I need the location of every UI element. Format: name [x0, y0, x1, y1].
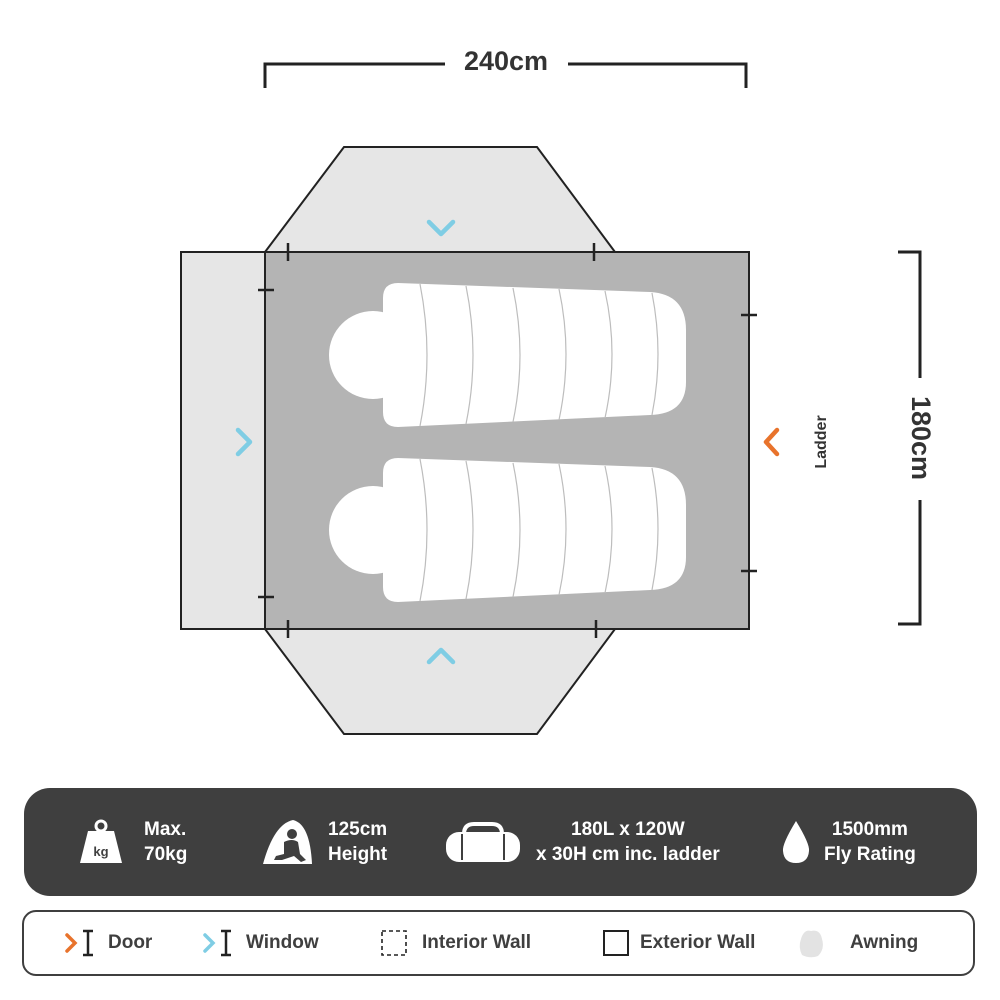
tent-floorplan: 240cm 180cm	[180, 46, 936, 735]
spec-max-weight-line2: 70kg	[144, 844, 188, 865]
window-chevron-top	[426, 219, 456, 237]
window-chevron-bottom	[426, 647, 456, 665]
legend-label-door: Door	[108, 932, 153, 953]
width-dimension: 240cm	[263, 46, 748, 88]
seated-person-tent-icon	[260, 818, 314, 866]
legend-item-exterior-wall: Exterior Wall	[602, 912, 755, 974]
exterior-wall-icon	[602, 929, 630, 957]
spec-fly-rating-line1: 1500mm	[831, 819, 908, 840]
legend-label-window: Window	[246, 932, 319, 953]
width-dimension-label: 240cm	[464, 46, 548, 76]
legend-label-exterior-wall: Exterior Wall	[640, 932, 756, 953]
legend-label-interior-wall: Interior Wall	[422, 932, 532, 953]
depth-dimension-label: 180cm	[906, 396, 936, 480]
spec-max-weight: kg Max. 70kg	[78, 788, 187, 896]
duffel-bag-icon	[444, 820, 522, 864]
sleeping-bag-top	[329, 283, 686, 427]
spec-height-line1: 125cm	[328, 819, 388, 840]
depth-dimension: 180cm	[898, 250, 936, 626]
legend-item-door: Door	[64, 912, 152, 974]
top-awning	[262, 146, 617, 253]
legend-item-window: Window	[202, 912, 319, 974]
svg-text:kg: kg	[93, 844, 108, 859]
wall-tick-marks	[258, 243, 757, 638]
weight-kg-icon: kg	[78, 819, 124, 865]
door-icon	[64, 929, 96, 957]
spec-fly-rating-line2: Fly Rating	[824, 844, 916, 865]
legend: Door Window Interior Wall Exterior Wall	[22, 910, 975, 976]
sleeping-bag-bottom	[329, 458, 686, 602]
spec-height: 125cm Height	[260, 788, 387, 896]
spec-height-line2: Height	[328, 844, 388, 865]
spec-packed-size-line2: x 30H cm inc. ladder	[536, 844, 720, 865]
window-chevron-left	[235, 427, 253, 457]
window-icon	[202, 929, 234, 957]
ladder-label: Ladder	[813, 415, 830, 468]
legend-item-awning: Awning	[796, 912, 918, 974]
door-chevron-right	[763, 427, 780, 457]
left-awning	[180, 251, 266, 630]
spec-packed-size: 180L x 120W x 30H cm inc. ladder	[444, 788, 720, 896]
spec-fly-rating: 1500mm Fly Rating	[782, 788, 916, 896]
bottom-awning	[262, 628, 617, 735]
interior-wall-icon	[380, 929, 408, 957]
legend-item-interior-wall: Interior Wall	[380, 912, 531, 974]
spec-max-weight-line1: Max.	[144, 819, 187, 840]
legend-label-awning: Awning	[850, 932, 919, 953]
specs-bar: kg Max. 70kg 125cm Height	[24, 788, 977, 896]
awning-icon	[796, 927, 826, 959]
spec-packed-size-line1: 180L x 120W	[571, 819, 685, 840]
water-drop-icon	[782, 820, 810, 864]
